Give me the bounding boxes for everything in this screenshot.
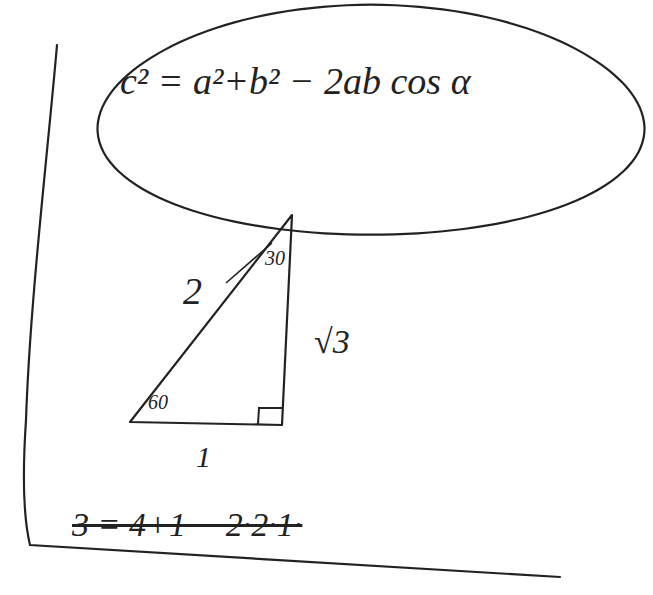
right-angle-mark bbox=[258, 408, 283, 424]
oval-line bbox=[98, 5, 645, 235]
side-length: 1 bbox=[196, 442, 211, 472]
angle-value: 60 bbox=[148, 392, 168, 412]
formula-text: c² = a²+b² − 2ab cos α bbox=[120, 59, 647, 103]
strike-equation: 3 = 4+1 − 2·2·1· bbox=[72, 508, 302, 542]
oval-outline bbox=[95, 4, 647, 240]
side-length: 2 bbox=[183, 272, 202, 310]
margin-bracket bbox=[24, 45, 560, 577]
side-length: √3 bbox=[314, 325, 350, 359]
formula-oval: c² = a²+b² − 2ab cos α bbox=[95, 4, 647, 240]
angle-value: 30 bbox=[265, 248, 285, 268]
right-triangle bbox=[130, 215, 292, 425]
